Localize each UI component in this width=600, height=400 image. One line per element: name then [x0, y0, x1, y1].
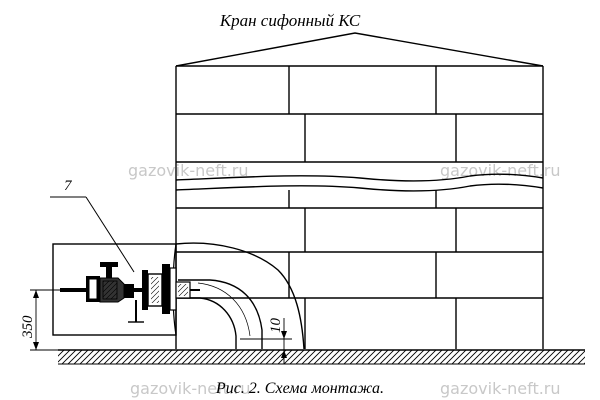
- callout-7: 7: [50, 178, 135, 273]
- watermark-right: gazovik-neft.ru: [440, 161, 561, 180]
- ground: [58, 349, 585, 365]
- watermark-left: gazovik-neft.ru: [128, 161, 249, 180]
- callout-7-label: 7: [64, 178, 73, 194]
- watermark-bottom-right: gazovik-neft.ru: [440, 379, 561, 398]
- brick-wall-lower: [175, 190, 544, 349]
- dimension-10: 10: [240, 318, 292, 364]
- dimension-350-label: 350: [20, 315, 36, 339]
- diagram-title: Кран сифонный КС: [219, 11, 361, 30]
- siphon-pipe: [172, 242, 305, 350]
- valve-assembly: [60, 262, 200, 323]
- dimension-10-label: 10: [268, 318, 284, 334]
- diagram-caption: Рис. 2. Схема монтажа.: [215, 380, 384, 397]
- watermark-bottom-left: gazovik-neft.ru: [130, 379, 251, 398]
- brick-wall-upper: [175, 66, 544, 192]
- building-roof: [175, 32, 544, 67]
- dimension-350: 350: [20, 289, 60, 351]
- watermarks: gazovik-neft.ru gazovik-neft.ru gazovik-…: [128, 161, 561, 398]
